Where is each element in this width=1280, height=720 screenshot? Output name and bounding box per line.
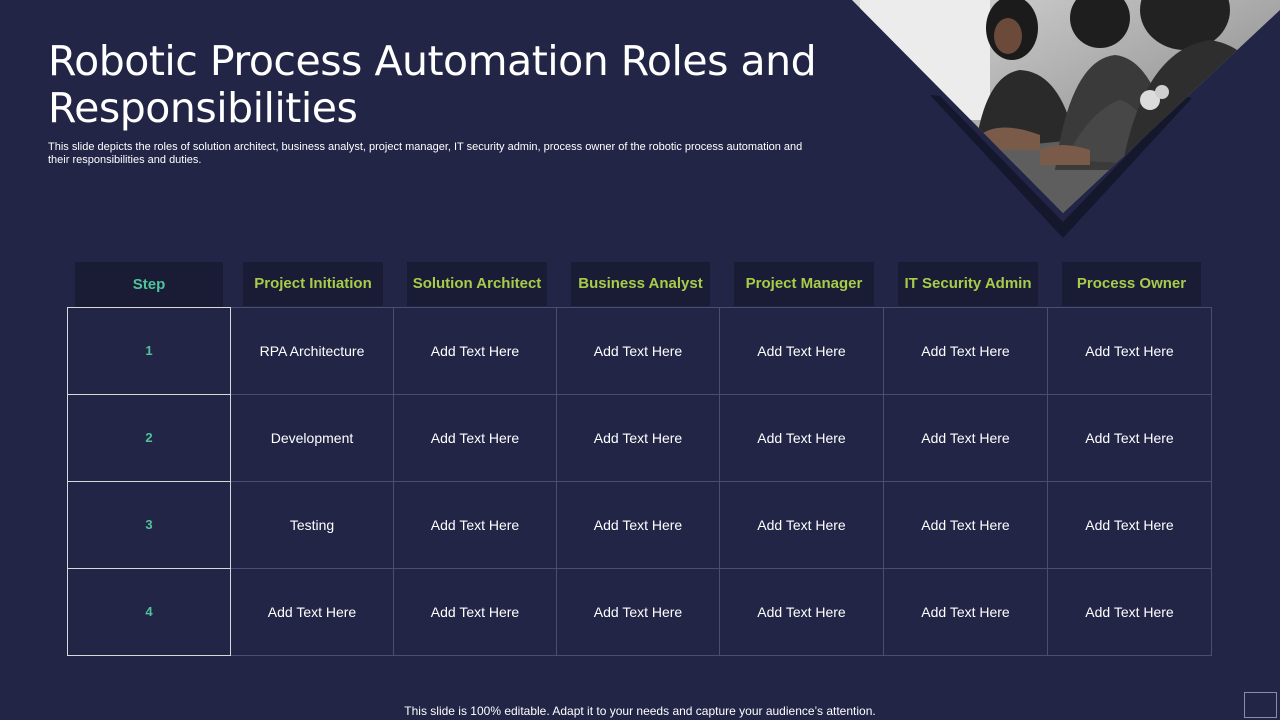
roles-table: 1 RPA Architecture Add Text Here Add Tex… <box>67 307 1212 656</box>
table-cell: Add Text Here <box>719 394 884 482</box>
table-cell: Add Text Here <box>393 568 557 656</box>
table-row: 4 Add Text Here Add Text Here Add Text H… <box>67 568 1212 656</box>
slide-title: Robotic Process Automation Roles and Res… <box>48 37 817 132</box>
slide-subtitle: This slide depicts the roles of solution… <box>48 141 803 166</box>
table-cell: Development <box>230 394 394 482</box>
header-process-owner: Process Owner <box>1062 262 1201 306</box>
step-number: 4 <box>67 568 231 656</box>
table-cell: Add Text Here <box>393 481 557 569</box>
table-cell: Add Text Here <box>719 307 884 395</box>
step-number: 3 <box>67 481 231 569</box>
table-cell: Add Text Here <box>883 568 1048 656</box>
table-cell: Add Text Here <box>883 307 1048 395</box>
table-cell: Add Text Here <box>719 481 884 569</box>
table-cell: Add Text Here <box>393 307 557 395</box>
slide-corner-box <box>1244 692 1277 718</box>
table-cell: Add Text Here <box>883 481 1048 569</box>
table-cell: Add Text Here <box>556 307 720 395</box>
header-project-initiation: Project Initiation <box>243 262 383 306</box>
table-row: 3 Testing Add Text Here Add Text Here Ad… <box>67 481 1212 569</box>
table-cell: Add Text Here <box>1047 394 1212 482</box>
table-cell: Testing <box>230 481 394 569</box>
header-business-analyst: Business Analyst <box>571 262 710 306</box>
header-it-security-admin: IT Security Admin <box>898 262 1038 306</box>
table-cell: Add Text Here <box>1047 568 1212 656</box>
table-cell: Add Text Here <box>1047 481 1212 569</box>
table-cell: Add Text Here <box>556 394 720 482</box>
step-number: 2 <box>67 394 231 482</box>
table-header: Step Project Initiation Solution Archite… <box>0 262 1280 308</box>
table-row: 1 RPA Architecture Add Text Here Add Tex… <box>67 307 1212 395</box>
header-project-manager: Project Manager <box>734 262 874 306</box>
header-solution-architect: Solution Architect <box>407 262 547 306</box>
table-cell: Add Text Here <box>230 568 394 656</box>
header-step: Step <box>75 262 223 308</box>
step-number: 1 <box>67 307 231 395</box>
table-cell: Add Text Here <box>1047 307 1212 395</box>
footer-note: This slide is 100% editable. Adapt it to… <box>404 704 876 718</box>
table-cell: Add Text Here <box>719 568 884 656</box>
table-cell: RPA Architecture <box>230 307 394 395</box>
table-cell: Add Text Here <box>393 394 557 482</box>
table-row: 2 Development Add Text Here Add Text Her… <box>67 394 1212 482</box>
table-cell: Add Text Here <box>556 481 720 569</box>
table-cell: Add Text Here <box>883 394 1048 482</box>
table-cell: Add Text Here <box>556 568 720 656</box>
